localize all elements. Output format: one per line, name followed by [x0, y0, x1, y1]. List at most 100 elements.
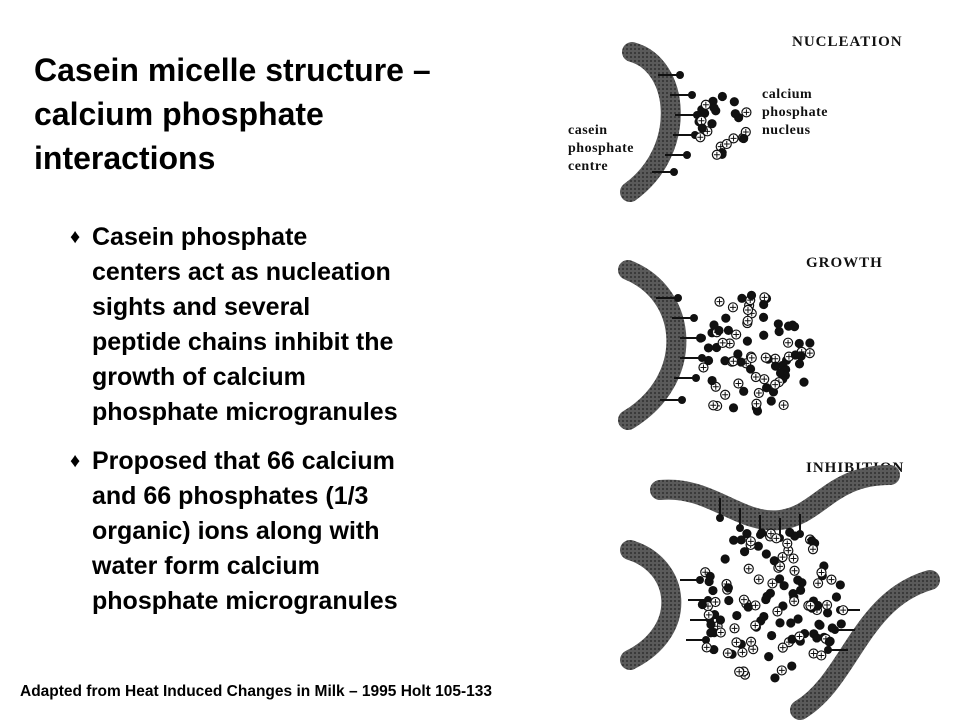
phosphate-ion	[822, 608, 833, 618]
phosphate-ion	[774, 326, 784, 337]
calcium-ion-mark	[810, 546, 817, 553]
phosphate-ion	[729, 535, 739, 545]
title-line-3: interactions	[34, 140, 216, 176]
phosphate-ion	[697, 123, 707, 133]
phosphate-ion	[775, 618, 785, 628]
calcium-ion-mark	[702, 569, 709, 576]
phosphate-ion	[775, 574, 785, 584]
calcium-ion-mark	[717, 629, 724, 636]
calcium-ion-mark	[729, 304, 736, 311]
calcium-ion-mark	[703, 644, 710, 651]
phosphate-ion	[759, 611, 769, 622]
calcium-ion-mark	[762, 354, 769, 361]
svg-text:phosphate: phosphate	[568, 141, 634, 156]
phosphate-ion	[831, 592, 842, 602]
calcium-ion-mark	[796, 633, 803, 640]
phosphate-group	[716, 514, 724, 522]
calcium-ion-mark	[777, 563, 784, 570]
calcium-ion-mark	[778, 667, 785, 674]
phosphate-group	[670, 168, 678, 176]
title-line-2: calcium phosphate	[34, 96, 324, 132]
phosphate-group	[683, 151, 691, 159]
growing-microgranule	[695, 290, 815, 416]
phosphate-group	[824, 646, 832, 654]
phosphate-ion	[786, 618, 796, 628]
stage-label-nucleation: NUCLEATION	[792, 34, 903, 50]
calcium-ion-mark	[818, 569, 825, 576]
phosphate-ion	[728, 403, 739, 413]
calcium-ion-mark	[744, 317, 751, 324]
phosphate-ion	[709, 320, 719, 330]
bullet-line: growth of calcium	[92, 363, 306, 391]
phosphate-ion	[759, 299, 769, 310]
calcium-ion-mark	[733, 331, 740, 338]
phosphate-ion	[724, 595, 734, 606]
calcium-ion-mark	[740, 596, 747, 603]
calcium-phosphate-nucleus	[694, 91, 752, 160]
phosphate-ion	[743, 602, 753, 612]
phosphate-ion	[783, 321, 794, 331]
stage-label-growth: GROWTH	[806, 255, 883, 271]
calcium-ion-mark	[767, 530, 774, 537]
phosphate-ion	[759, 330, 769, 340]
calcium-ion-mark	[779, 644, 786, 651]
phosphate-ion	[793, 575, 803, 585]
phosphate-ion	[737, 293, 747, 303]
calcium-ion-mark	[752, 622, 759, 629]
phosphate-ion	[720, 356, 730, 366]
phosphate-ion	[805, 338, 815, 348]
calcium-ion-mark	[714, 623, 721, 630]
calcium-ion-mark	[723, 141, 730, 148]
calcium-ion-mark	[772, 381, 779, 388]
phosphate-ion	[723, 583, 733, 593]
calcium-ion-mark	[824, 602, 831, 609]
calcium-ion-mark	[807, 602, 814, 609]
phosphate-ion	[706, 619, 716, 630]
phosphate-ion	[836, 619, 846, 629]
calcium-ion-mark	[761, 376, 768, 383]
phosphate-group	[676, 71, 684, 79]
phosphate-ion	[742, 529, 752, 539]
calcium-ion-mark	[730, 358, 737, 365]
phosphate-ion	[761, 549, 771, 559]
bullet-line: Proposed that 66 calcium	[92, 447, 395, 475]
phosphate-ion	[730, 109, 740, 119]
calcium-ion-mark	[719, 339, 726, 346]
calcium-ion-mark	[730, 135, 737, 142]
phosphate-group	[690, 314, 698, 322]
bullet-line: phosphate microgranules	[92, 398, 398, 426]
casein-chain	[618, 260, 687, 430]
phosphate-ion	[739, 133, 749, 144]
bullet-line: phosphate microgranules	[92, 587, 398, 615]
bullet-item-microgranules: ♦ Proposed that 66 calcium and 66 phosph…	[70, 444, 510, 619]
phosphate-ion	[723, 325, 734, 335]
phosphate-ion	[796, 351, 806, 361]
svg-text:casein: casein	[568, 123, 608, 138]
calcium-ion-mark	[745, 565, 752, 572]
calcium-ion-mark	[743, 109, 750, 116]
phosphate-ion	[765, 588, 775, 598]
phosphate-ion	[767, 630, 777, 641]
phosphate-group	[674, 294, 682, 302]
phosphate-group	[678, 396, 686, 404]
svg-text:phosphate: phosphate	[762, 105, 828, 120]
calcium-ion-mark	[748, 638, 755, 645]
calcium-ion-mark	[779, 554, 786, 561]
phosphate-ion	[793, 614, 803, 624]
phosphate-group	[692, 374, 700, 382]
phosphate-ion	[770, 361, 781, 371]
calcium-ion-mark	[818, 652, 825, 659]
calcium-ion-mark	[755, 389, 762, 396]
calcium-ion-mark	[698, 117, 705, 124]
phosphate-sticks	[652, 71, 701, 176]
casein-chain	[620, 42, 681, 202]
phosphate-ion	[745, 364, 756, 374]
casein-diagram: NUCLEATION GROWTH INHIBITION casein phos…	[568, 34, 940, 720]
calcium-ion-mark	[790, 555, 797, 562]
casein-phosphate-centre-label: casein phosphate centre	[568, 123, 634, 174]
bullet-line: sights and several	[92, 293, 311, 321]
calcium-ion-mark	[840, 607, 847, 614]
phosphate-ion	[703, 355, 714, 366]
phosphate-ion	[732, 610, 742, 621]
calcium-ion-mark	[810, 650, 817, 657]
